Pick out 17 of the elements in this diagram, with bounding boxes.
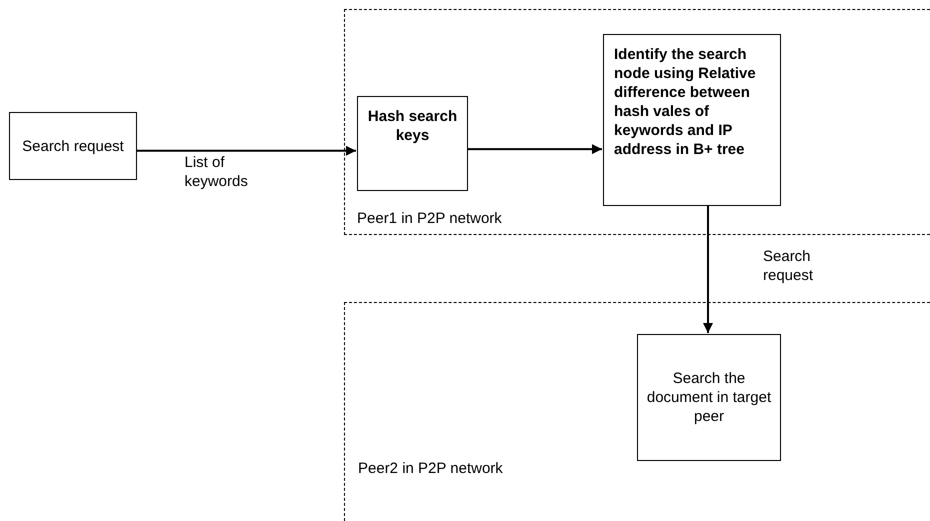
arrow xyxy=(703,205,713,333)
box-text: Search request xyxy=(22,136,124,156)
box-text: Identify the search node using Relative difference between hash vales of keywords and IP address in B+ tree xyxy=(614,45,757,159)
dashed-region xyxy=(344,9,930,235)
region-label: Peer2 in P2P network xyxy=(358,459,503,478)
process-box xyxy=(9,112,137,180)
box-text: Search the document in target peer xyxy=(646,369,772,426)
arrow xyxy=(137,146,356,156)
process-box xyxy=(603,34,781,206)
region-label: Peer1 in P2P network xyxy=(357,209,502,228)
edge-label: List of keywords xyxy=(184,152,249,191)
edge-label: Search request xyxy=(763,247,814,285)
box-text: Hash search keys xyxy=(366,107,458,145)
dashed-region xyxy=(344,302,930,521)
process-box xyxy=(637,334,781,461)
process-box xyxy=(357,96,468,191)
arrow xyxy=(467,144,602,154)
